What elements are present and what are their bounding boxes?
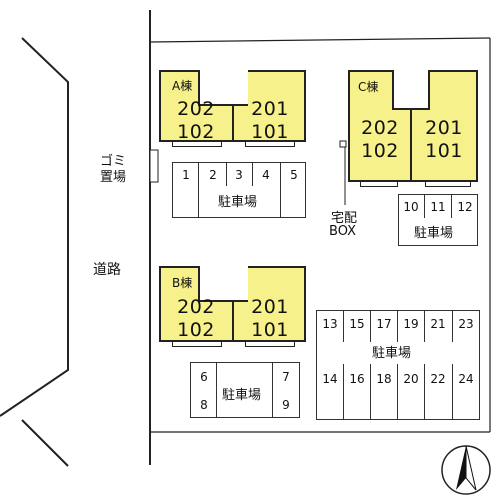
north-arrow-icon (441, 445, 491, 495)
parking-space: 4 (262, 168, 270, 182)
building-b-name: B棟 (172, 276, 193, 290)
garbage-area-label-line2: 置場 (100, 170, 127, 185)
parking-space: 17 (376, 317, 392, 331)
building-a-unit-202: 202 (177, 98, 215, 120)
parking-space: 21 (430, 317, 446, 331)
building-b-unit-101: 101 (251, 319, 289, 341)
garbage-area-label-line1: ゴミ (100, 154, 127, 169)
parking-label: 駐車場 (414, 226, 454, 241)
building-b-notch (198, 266, 248, 302)
building-b-right (232, 266, 306, 342)
building-c-unit-102: 102 (361, 140, 399, 162)
building-b-unit-201: 201 (251, 296, 289, 318)
building-c-unit-101: 101 (425, 140, 463, 162)
building-b-unit-102: 102 (177, 319, 215, 341)
building-c-name: C棟 (358, 80, 379, 94)
parking-space: 22 (430, 372, 446, 386)
building-c-step-right (425, 182, 471, 187)
building-a-unit-102: 102 (177, 121, 215, 143)
parking-space: 10 (403, 200, 419, 214)
parking-lot-6-9 (190, 362, 300, 418)
road-label: 道路 (93, 262, 121, 278)
parking-space: 1 (182, 168, 190, 182)
building-a-step-left (172, 142, 222, 147)
parking-label: 駐車場 (218, 195, 258, 210)
parking-lot-10-12 (398, 194, 478, 246)
parking-space: 7 (282, 370, 290, 384)
parking-space: 2 (209, 168, 217, 182)
road-edge-lower (21, 419, 69, 467)
building-c-step-left (360, 182, 398, 187)
parking-space: 13 (322, 317, 338, 331)
building-c-notch (392, 70, 430, 110)
building-b-step-left (172, 342, 222, 347)
site-boundary-top (149, 37, 491, 43)
building-c-unit-201: 201 (425, 117, 463, 139)
parking-space: 15 (349, 317, 365, 331)
parking-space: 3 (235, 168, 243, 182)
delivery-box-label-line2: BOX (329, 224, 356, 239)
delivery-box-label-line1: 宅配 (331, 211, 358, 226)
parking-space: 12 (457, 200, 473, 214)
parking-space: 19 (403, 317, 419, 331)
parking-space: 6 (200, 370, 208, 384)
parking-space: 11 (430, 200, 446, 214)
parking-space: 16 (349, 372, 365, 386)
garbage-area (149, 149, 159, 183)
parking-space: 5 (290, 168, 298, 182)
building-b-unit-202: 202 (177, 296, 215, 318)
parking-space: 18 (376, 372, 392, 386)
building-a-notch (198, 70, 248, 106)
parking-label: 駐車場 (372, 346, 412, 361)
parking-space: 14 (322, 372, 338, 386)
delivery-box (339, 140, 347, 148)
building-c-unit-202: 202 (361, 117, 399, 139)
parking-space: 8 (200, 398, 208, 412)
building-a-unit-101: 101 (251, 121, 289, 143)
building-b-step-right (245, 342, 295, 347)
parking-space: 20 (403, 372, 419, 386)
road-edge-upper (0, 37, 69, 417)
parking-label: 駐車場 (222, 388, 262, 403)
building-a-step-right (245, 142, 295, 147)
building-a-unit-201: 201 (251, 98, 289, 120)
parking-space: 23 (458, 317, 474, 331)
parking-space: 24 (458, 372, 474, 386)
building-a-name: A棟 (172, 79, 193, 93)
parking-space: 9 (282, 398, 290, 412)
parking-lot-1-5 (172, 162, 306, 218)
